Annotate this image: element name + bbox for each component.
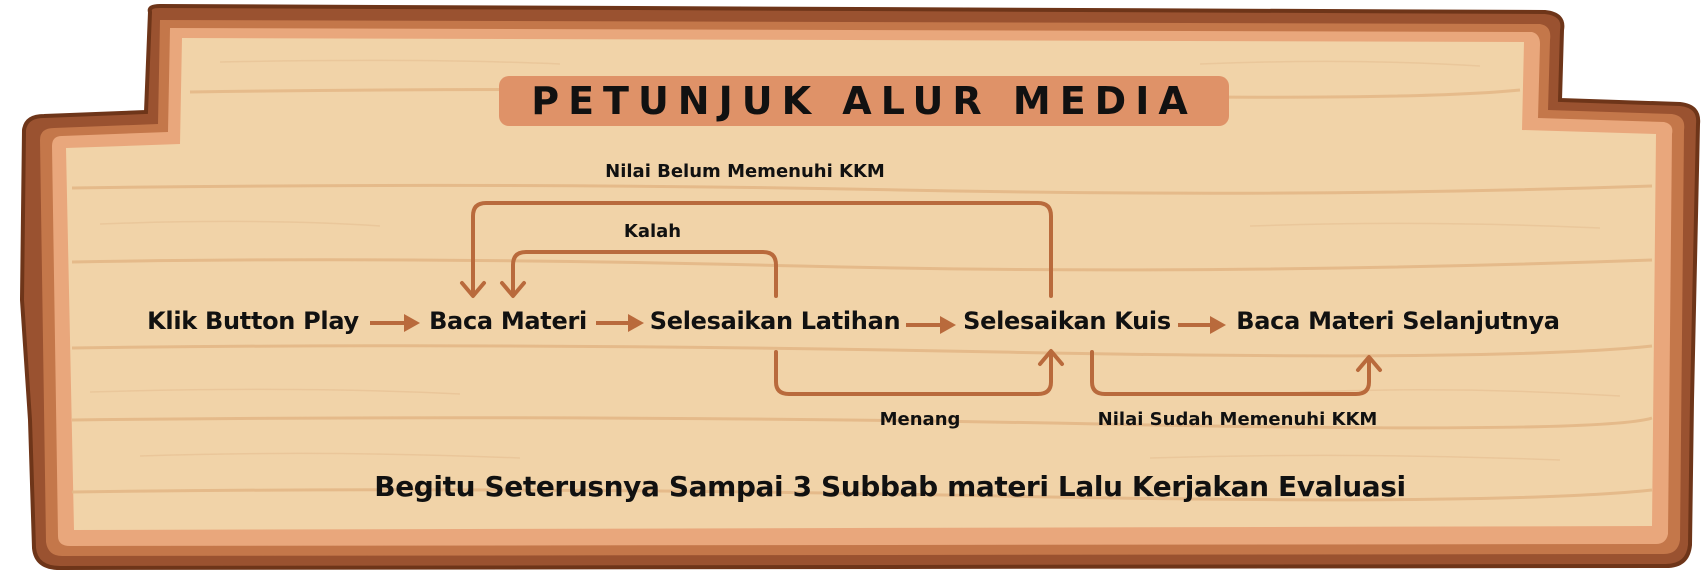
loop-kkm-met-head xyxy=(1356,355,1382,372)
diagram-title: PETUNJUK ALUR MEDIA xyxy=(531,79,1197,123)
footer-note: Begitu Seterusnya Sampai 3 Subbab materi… xyxy=(374,470,1406,503)
label-win: Menang xyxy=(879,409,961,430)
node-practice: Selesaikan Latihan xyxy=(649,307,901,335)
flow-arrows xyxy=(370,314,1226,334)
label-kkm-met: Nilai Sudah Memenuhi KKM xyxy=(1097,409,1378,430)
loop-kkm-not-met-head xyxy=(460,281,486,298)
node-next: Baca Materi Selanjutnya xyxy=(1236,307,1560,335)
arrow-practice-to-quiz xyxy=(906,316,956,334)
loop-win xyxy=(774,350,1053,396)
node-quiz: Selesaikan Kuis xyxy=(963,307,1171,335)
label-kkm-not-met: Nilai Belum Memenuhi KKM xyxy=(605,161,885,182)
loop-win-head xyxy=(1038,349,1064,366)
arrow-quiz-to-next xyxy=(1178,316,1226,334)
node-read: Baca Materi xyxy=(429,307,587,335)
loop-lose xyxy=(511,250,778,298)
wood-grain xyxy=(71,87,1653,502)
loop-kkm-met xyxy=(1090,350,1371,396)
wood-grain-fine xyxy=(89,59,1621,461)
node-start: Klik Button Play xyxy=(147,307,359,335)
arrow-read-to-practice xyxy=(596,314,644,332)
label-lose: Kalah xyxy=(623,221,682,242)
board-planks xyxy=(66,38,1656,530)
loop-lose-head xyxy=(500,281,526,298)
title-badge: PETUNJUK ALUR MEDIA xyxy=(499,76,1229,126)
arrow-start-to-read xyxy=(370,314,420,332)
loop-connectors xyxy=(460,201,1382,396)
loop-kkm-not-met xyxy=(471,201,1053,298)
